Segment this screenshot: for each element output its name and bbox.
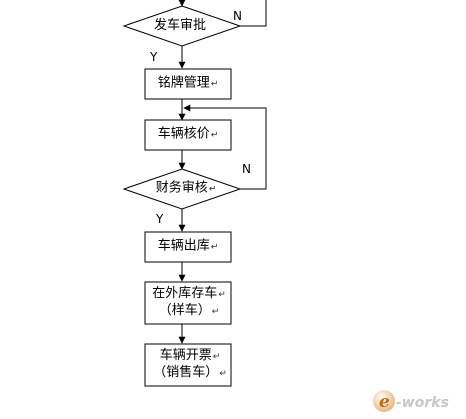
box-nameplate [144, 68, 232, 100]
return-mark: ↵ [211, 307, 220, 317]
return-mark: ↵ [219, 369, 227, 379]
box-outbound [144, 231, 232, 263]
eworks-logo: e -works [370, 386, 464, 414]
return-mark: ↵ [218, 290, 226, 300]
logo-text: -works [396, 395, 449, 411]
box-pricing [144, 119, 232, 151]
return-mark: ↵ [208, 184, 217, 195]
box-external-storage [144, 281, 232, 325]
feedback-loop-finance [183, 104, 267, 190]
branch-yes-label: Y [156, 212, 164, 226]
label-external-storage: 在外库存车↵ （样车）↵ [152, 286, 226, 318]
return-mark: ↵ [210, 242, 219, 253]
branch-yes-label: Y [150, 50, 158, 64]
label-approve-dispatch: 发车审批 [153, 18, 207, 33]
label-outbound: 车辆出库↵ [157, 238, 219, 254]
return-mark: ↵ [210, 79, 219, 90]
label-invoice: 车辆开票↵ （销售车）↵ [153, 348, 227, 380]
label-finance-review: 财务审核↵ [155, 180, 217, 196]
branch-no-label: N [242, 162, 251, 176]
label-nameplate: 铭牌管理↵ [157, 75, 219, 91]
logo-letter: e [379, 392, 390, 412]
feedback-loop-top [240, 0, 267, 27]
logo-sphere [373, 390, 395, 412]
branch-no-label: N [233, 9, 242, 23]
box-invoice [144, 343, 232, 387]
return-mark: ↵ [210, 130, 219, 141]
return-mark: ↵ [212, 352, 221, 362]
label-pricing: 车辆核价↵ [157, 126, 219, 142]
